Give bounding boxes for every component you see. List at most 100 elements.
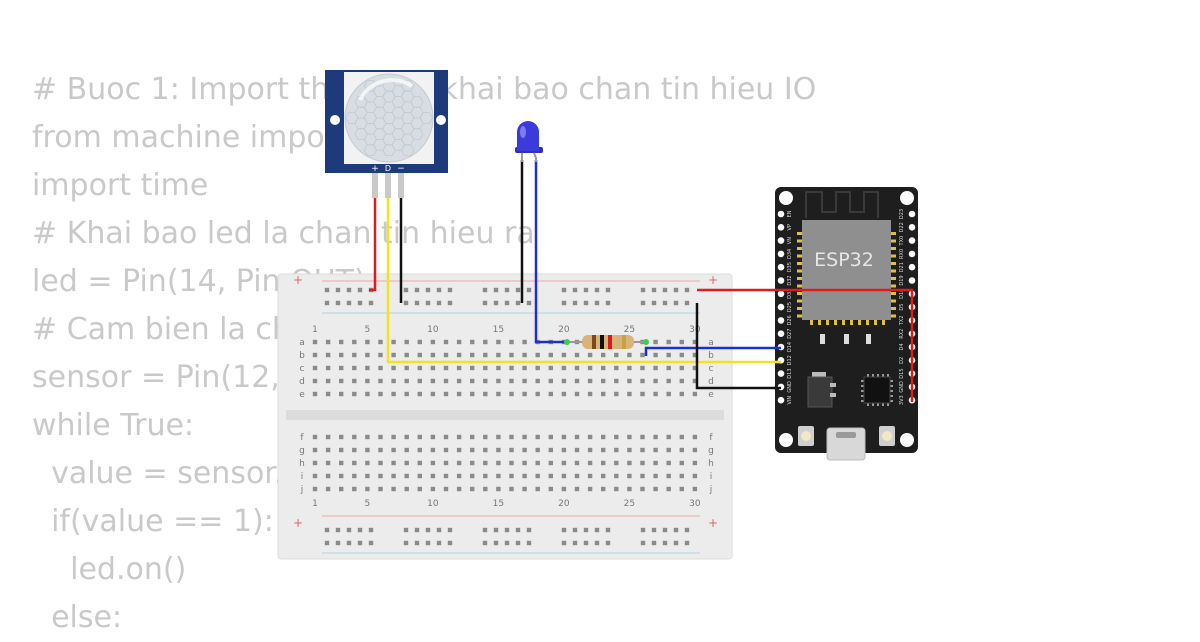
code-line: while True: bbox=[32, 408, 195, 443]
breadboard-hole bbox=[692, 447, 698, 453]
rail-hole bbox=[594, 540, 600, 546]
breadboard-column-label: 25 bbox=[624, 325, 635, 335]
breadboard-hole bbox=[312, 447, 318, 453]
breadboard-hole bbox=[601, 434, 606, 440]
esp32-pin bbox=[908, 250, 916, 258]
breadboard-holes bbox=[312, 287, 698, 546]
smd-component-2 bbox=[844, 334, 849, 344]
breadboard-hole bbox=[378, 434, 383, 440]
breadboard-hole bbox=[417, 447, 422, 453]
rail-hole bbox=[403, 540, 409, 546]
breadboard-hole bbox=[509, 339, 514, 345]
breadboard-hole bbox=[391, 460, 396, 466]
breadboard-hole bbox=[640, 391, 645, 397]
breadboard-hole bbox=[430, 486, 436, 492]
code-line: import time bbox=[32, 168, 209, 203]
esp32-pin-label: D5 bbox=[899, 304, 905, 311]
breadboard-hole bbox=[496, 339, 501, 345]
rail-hole bbox=[335, 540, 341, 546]
rail-plus-label-bl: + bbox=[293, 516, 303, 530]
breadboard-hole bbox=[456, 378, 462, 384]
esp32-pin bbox=[777, 210, 785, 218]
chip-pin bbox=[890, 395, 893, 397]
breadboard-row-label: c bbox=[300, 364, 305, 374]
led-highlight bbox=[520, 126, 526, 138]
pir-sensor: + D − bbox=[325, 70, 448, 198]
chip-pin bbox=[877, 374, 879, 377]
breadboard-hole bbox=[312, 434, 318, 440]
breadboard-hole bbox=[587, 473, 593, 479]
rail-hole bbox=[414, 527, 420, 533]
esp32-pin-label: VP bbox=[787, 224, 793, 230]
breadboard-row-label: a bbox=[299, 338, 305, 348]
breadboard-column-label: 15 bbox=[493, 499, 504, 509]
rail-plus-label-br: + bbox=[708, 516, 718, 530]
breadboard-hole bbox=[666, 447, 671, 453]
module-pad bbox=[890, 292, 896, 295]
breadboard-row-label: e bbox=[708, 390, 714, 400]
breadboard-hole bbox=[352, 447, 357, 453]
breadboard-hole bbox=[574, 352, 580, 358]
breadboard-hole bbox=[443, 447, 449, 453]
breadboard-hole bbox=[378, 352, 383, 358]
rail-hole bbox=[403, 300, 409, 306]
breadboard-hole bbox=[601, 391, 606, 397]
micro-usb-opening bbox=[836, 432, 856, 438]
rail-hole bbox=[640, 540, 646, 546]
breadboard-hole bbox=[365, 391, 370, 397]
rail-hole bbox=[414, 300, 420, 306]
breadboard-hole bbox=[430, 473, 436, 479]
breadboard-hole bbox=[653, 473, 658, 479]
esp32-pin-label: TX2 bbox=[899, 316, 905, 327]
breadboard-hole bbox=[574, 473, 580, 479]
breadboard-hole bbox=[496, 434, 501, 440]
breadboard-hole bbox=[653, 434, 658, 440]
breadboard-hole bbox=[378, 365, 383, 371]
breadboard-hole bbox=[574, 378, 580, 384]
breadboard-hole bbox=[653, 378, 658, 384]
breadboard-hole bbox=[443, 391, 449, 397]
breadboard-hole bbox=[509, 434, 514, 440]
breadboard-hole bbox=[509, 352, 514, 358]
module-pad bbox=[890, 277, 896, 280]
esp32-pin-label: D35 bbox=[787, 262, 793, 272]
breadboard-hole bbox=[339, 352, 344, 358]
module-pad bbox=[810, 319, 813, 325]
smd-component-3 bbox=[866, 334, 871, 344]
boot-button[interactable] bbox=[882, 431, 892, 441]
breadboard-hole bbox=[627, 352, 632, 358]
breadboard-hole bbox=[417, 365, 422, 371]
breadboard-hole bbox=[443, 378, 449, 384]
chip-pin bbox=[890, 380, 893, 382]
breadboard-hole bbox=[574, 434, 580, 440]
breadboard-hole bbox=[312, 460, 318, 466]
breadboard-hole bbox=[456, 391, 462, 397]
breadboard-row-label: g bbox=[299, 446, 305, 456]
breadboard-hole bbox=[640, 486, 645, 492]
breadboard-hole bbox=[535, 378, 540, 384]
esp32-pin-label: VIN bbox=[787, 396, 793, 405]
breadboard-hole bbox=[456, 486, 462, 492]
smd-component-1 bbox=[820, 334, 825, 344]
breadboard-hole bbox=[365, 352, 370, 358]
module-pad bbox=[797, 292, 803, 295]
breadboard-hole bbox=[312, 352, 318, 358]
breadboard-hole bbox=[496, 378, 501, 384]
esp32-pin-label: GND bbox=[787, 381, 793, 393]
mount-hole-bl bbox=[779, 433, 793, 447]
en-button[interactable] bbox=[801, 431, 811, 441]
breadboard-hole bbox=[561, 434, 567, 440]
module-pad bbox=[882, 319, 885, 325]
esp32-pin-label: EN bbox=[787, 210, 793, 217]
rail-hole bbox=[368, 300, 374, 306]
module-pad bbox=[890, 262, 896, 265]
breadboard-hole bbox=[653, 339, 658, 345]
breadboard-hole bbox=[574, 486, 580, 492]
breadboard-row-label: b bbox=[299, 351, 305, 361]
breadboard-hole bbox=[496, 352, 501, 358]
module-pad bbox=[842, 319, 845, 325]
chip-pin bbox=[867, 374, 869, 377]
rail-hole bbox=[482, 300, 488, 306]
voltage-regulator bbox=[807, 376, 833, 408]
rail-hole bbox=[504, 300, 510, 306]
